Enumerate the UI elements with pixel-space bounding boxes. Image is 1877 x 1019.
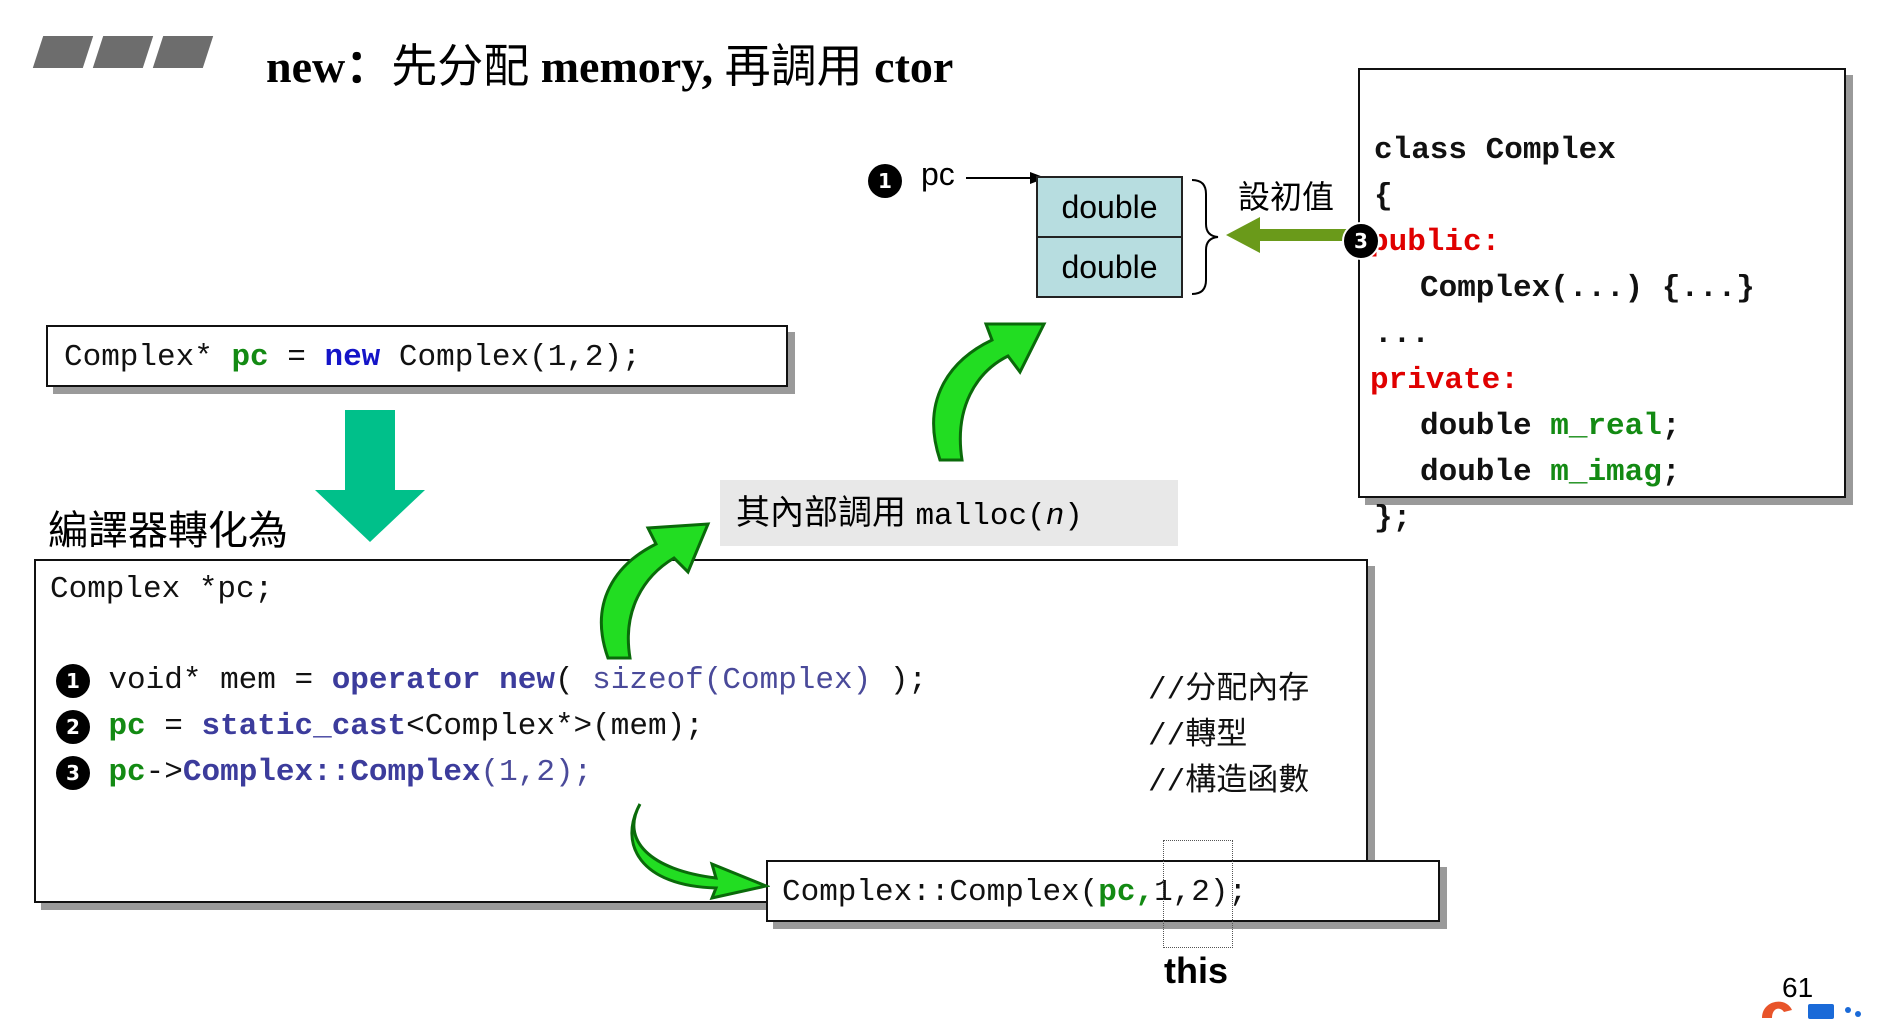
init-label: 設初值: [1238, 179, 1335, 215]
comment-construct: //構造函數: [1148, 765, 1310, 800]
class-definition-box: class Complex{public:Complex(...) {...}.…: [1358, 68, 1846, 536]
step-3-badge: 3: [56, 756, 90, 790]
curved-arrow-to-ctor-call-icon: [630, 803, 770, 900]
code-line-3: 3 pc->Complex::Complex(1,2);: [56, 755, 592, 790]
this-highlight: [1163, 840, 1233, 948]
code-line-0: Complex *pc;: [50, 572, 274, 607]
memory-cell-imag: double: [1036, 236, 1183, 298]
code-line-2: 2 pc = static_cast<Complex*>(mem);: [56, 709, 704, 744]
step-1-badge-memory: 1: [868, 164, 902, 198]
page-title: new：先分配 memory, 再調用 ctor: [266, 41, 954, 92]
compiler-label: 編譯器轉化為: [48, 509, 288, 553]
curved-arrow-to-memory-icon: [932, 322, 1047, 462]
down-arrow-icon: [315, 410, 425, 542]
code-line-1: 1 void* mem = operator new( sizeof(Compl…: [56, 663, 946, 698]
source-statement-box: Complex* pc = new Complex(1,2);: [46, 325, 788, 387]
logo-icon: [1756, 990, 1877, 1019]
this-label: this: [1164, 950, 1229, 991]
comment-cast: //轉型: [1148, 719, 1248, 754]
memory-cell-real: double: [1036, 176, 1183, 238]
pointer-label: pc: [921, 156, 955, 192]
curved-arrow-to-malloc-icon: [599, 522, 711, 660]
pointer-arrow-icon: [966, 172, 1046, 184]
brace-icon: [1191, 179, 1219, 295]
step-3-badge-class: 3: [1342, 222, 1380, 260]
comment-allocate: //分配內存: [1148, 673, 1310, 708]
init-arrow-icon: [1226, 217, 1406, 253]
compiled-code-box: [34, 559, 1368, 903]
ctor-call-box: Complex::Complex(pc,1,2);: [766, 860, 1440, 922]
step-1-badge: 1: [56, 664, 90, 698]
step-2-badge: 2: [56, 710, 90, 744]
malloc-note: 其內部調用 malloc(n): [720, 480, 1178, 546]
page-number: 61: [1782, 972, 1814, 1003]
title-decoration: [32, 36, 218, 73]
